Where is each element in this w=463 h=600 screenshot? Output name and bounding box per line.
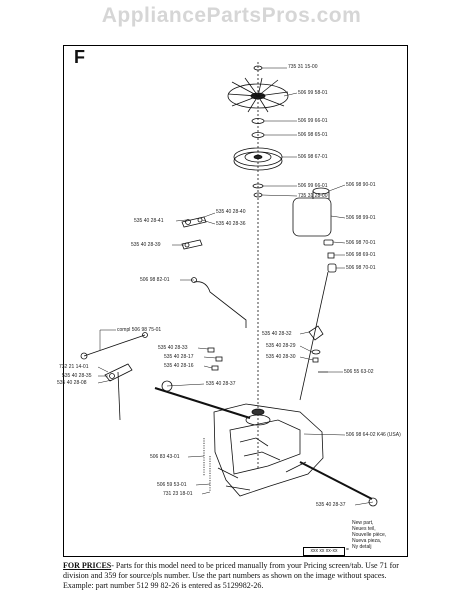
- part-label: 535 40 28-08: [57, 380, 87, 386]
- tank-fitting-3: [327, 263, 337, 273]
- part-label: 535 40 28-39: [131, 242, 161, 248]
- axle-seal-left: [161, 380, 173, 392]
- part-label: 732 21 14-01: [59, 364, 89, 370]
- part-label: 506 98 67-01: [298, 154, 328, 160]
- section-letter: F: [74, 47, 85, 67]
- part-label: 506 98 82-01: [140, 277, 170, 283]
- bypass-rod-assembly: [80, 332, 148, 421]
- part-label: 535 40 28-41: [134, 218, 164, 224]
- part-label: 535 40 28-32: [262, 331, 292, 337]
- tank-fitting-2: [327, 252, 335, 259]
- tank-fitting-1: [323, 239, 334, 246]
- part-label: 506 98 90-01: [346, 182, 376, 188]
- part-label: 506 98 70-01: [346, 265, 376, 271]
- part-label: 535 40 28-35: [62, 373, 92, 379]
- part-label: 535 40 28-16: [164, 363, 194, 369]
- part-label: 506 59 53-01: [157, 482, 187, 488]
- part-label: 535 40 28-30: [266, 354, 296, 360]
- part-label: 506 98 64-02 K46 (USA): [346, 432, 401, 438]
- part-label: 735 31 28-00: [298, 193, 328, 199]
- filler-cap: [308, 325, 324, 341]
- cap-washer: [311, 349, 321, 355]
- part-label: 506 98 69-01: [346, 252, 376, 258]
- transmission-housing: [213, 403, 324, 497]
- tank-hose: [299, 271, 329, 401]
- part-label: 535 40 28-33: [158, 345, 188, 351]
- legend-line: Neues teil,: [352, 526, 376, 532]
- legend-line: New part,: [352, 520, 374, 526]
- part-label: 506 98 99-01: [346, 215, 376, 221]
- legend-line: Nueva pieza,: [352, 538, 382, 544]
- part-label: 506 99 66-01: [298, 183, 328, 189]
- legend-line: Ny detalj: [352, 544, 372, 550]
- pricing-footer: FOR PRICES- Parts for this model need to…: [63, 561, 408, 591]
- brake-arm-assembly: [181, 216, 207, 250]
- axle-seal-right: [368, 497, 378, 507]
- part-label: 731 23 18-01: [163, 491, 193, 497]
- site-watermark: AppliancePartsPros.com: [101, 4, 362, 27]
- part-label: 535 40 28-17: [164, 354, 194, 360]
- pin-3: [211, 365, 219, 371]
- link-rod: [193, 281, 247, 328]
- footer-title: FOR PRICES: [63, 561, 112, 570]
- part-label: 735 31 15-00: [288, 64, 318, 70]
- part-label: 506 99 58-01: [298, 90, 328, 96]
- part-label: 506 83 43-01: [150, 454, 180, 460]
- axle-right: [299, 461, 373, 500]
- new-part-legend: New part, Neues teil, Nouvelle pièce, Nu…: [352, 520, 386, 550]
- part-label: 535 40 28-37: [316, 502, 346, 508]
- legend-line: Nouvelle pièce,: [352, 532, 387, 538]
- part-label: 506 55 63-02: [344, 369, 374, 375]
- cap-plug: [312, 357, 319, 363]
- diagram-frame: [63, 45, 408, 557]
- part-label: 506 99 66-01: [298, 118, 328, 124]
- part-label: 535 40 28-36: [216, 221, 246, 227]
- part-label: 506 98 70-01: [346, 240, 376, 246]
- part-label: 535 40 28-40: [216, 209, 246, 215]
- cooling-fan: [227, 77, 289, 113]
- part-label: compl 506 98 75-01: [117, 327, 162, 333]
- part-label: 535 40 28-29: [266, 343, 296, 349]
- part-label: 535 40 28-37: [206, 381, 236, 387]
- pin-1: [207, 347, 215, 353]
- part-code-box: xxx xx xx-xx: [303, 547, 345, 556]
- axle-left: [154, 387, 251, 419]
- pin-2: [215, 356, 223, 362]
- part-label: 506 98 65-01: [298, 132, 328, 138]
- footer-text: - Parts for this model need to be priced…: [63, 561, 399, 590]
- legend-equals: =: [346, 547, 349, 553]
